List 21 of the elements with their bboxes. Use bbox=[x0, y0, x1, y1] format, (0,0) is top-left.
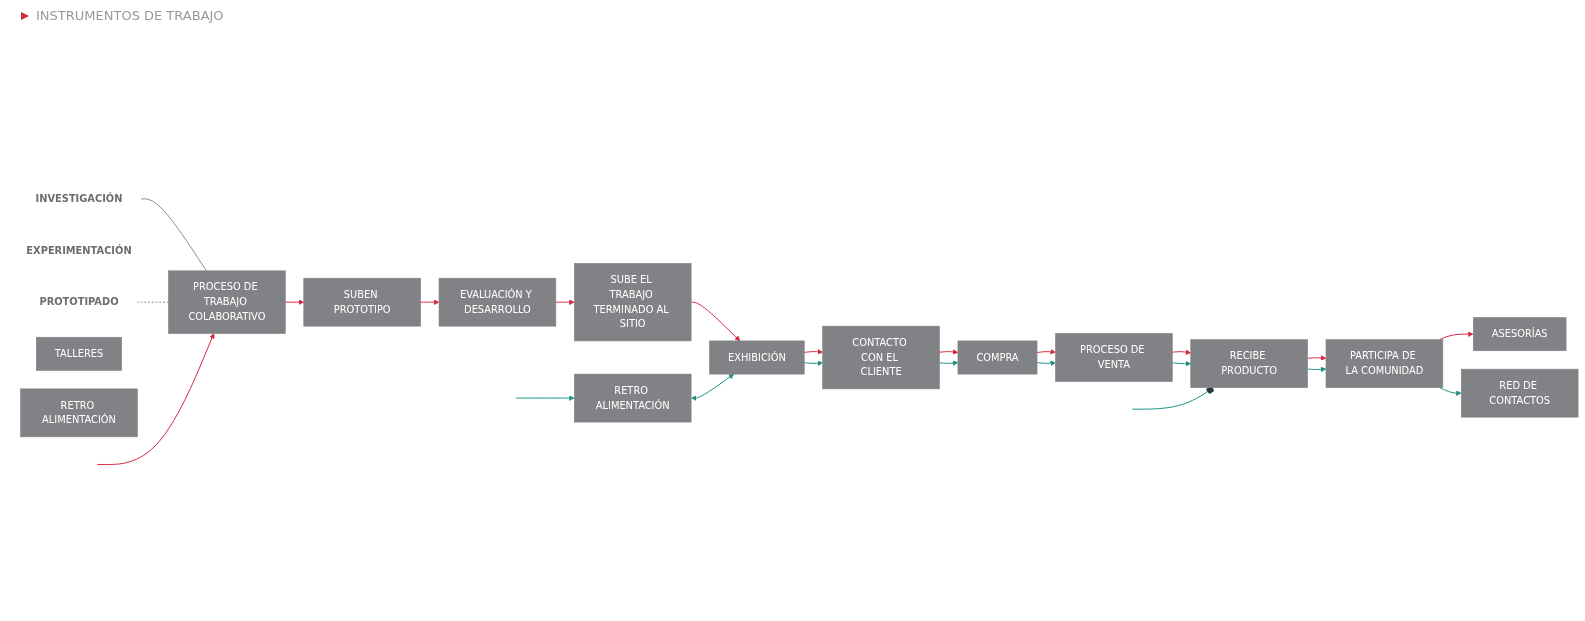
legend-label: INSTRUMENTOS DE TRABAJO bbox=[36, 8, 224, 23]
node-box: RETRO ALIMENTACIÓN bbox=[19, 388, 138, 437]
node-text: INVESTIGACIÓN bbox=[35, 192, 122, 204]
node-box: PROCESO DE TRABAJO COLABORATIVO bbox=[167, 270, 286, 334]
node-box: RETRO ALIMENTACIÓN bbox=[573, 373, 691, 422]
node-text: EXPERIMENTACIÓN bbox=[25, 243, 132, 256]
node-box: RED DE CONTACTOS bbox=[1460, 368, 1578, 417]
node-box: EVALUACIÓN Y DESARROLLO bbox=[438, 277, 556, 326]
node-box: EXHIBICIÓN bbox=[708, 340, 805, 374]
node-box: PARTICIPA DE LA COMUNIDAD bbox=[1325, 338, 1443, 388]
node-box: SUBEN PROTOTIPO bbox=[302, 277, 421, 326]
node-box: ASESORÍAS bbox=[1472, 316, 1566, 351]
node-box: CONTACTO CON EL CLIENTE bbox=[821, 325, 940, 389]
node-box: PROCESO DE VENTA bbox=[1054, 332, 1173, 382]
node-box: COMPRA bbox=[957, 340, 1037, 374]
node-box: SUBE EL TRABAJO TERMINADO AL SITIO bbox=[573, 262, 691, 341]
node-box: TALLERES bbox=[35, 336, 122, 371]
connector bbox=[135, 301, 169, 303]
connector bbox=[139, 197, 207, 271]
node-text: PROTOTIPADO bbox=[38, 295, 119, 308]
node-box: RECIBE PRODUCTO bbox=[1189, 338, 1308, 388]
